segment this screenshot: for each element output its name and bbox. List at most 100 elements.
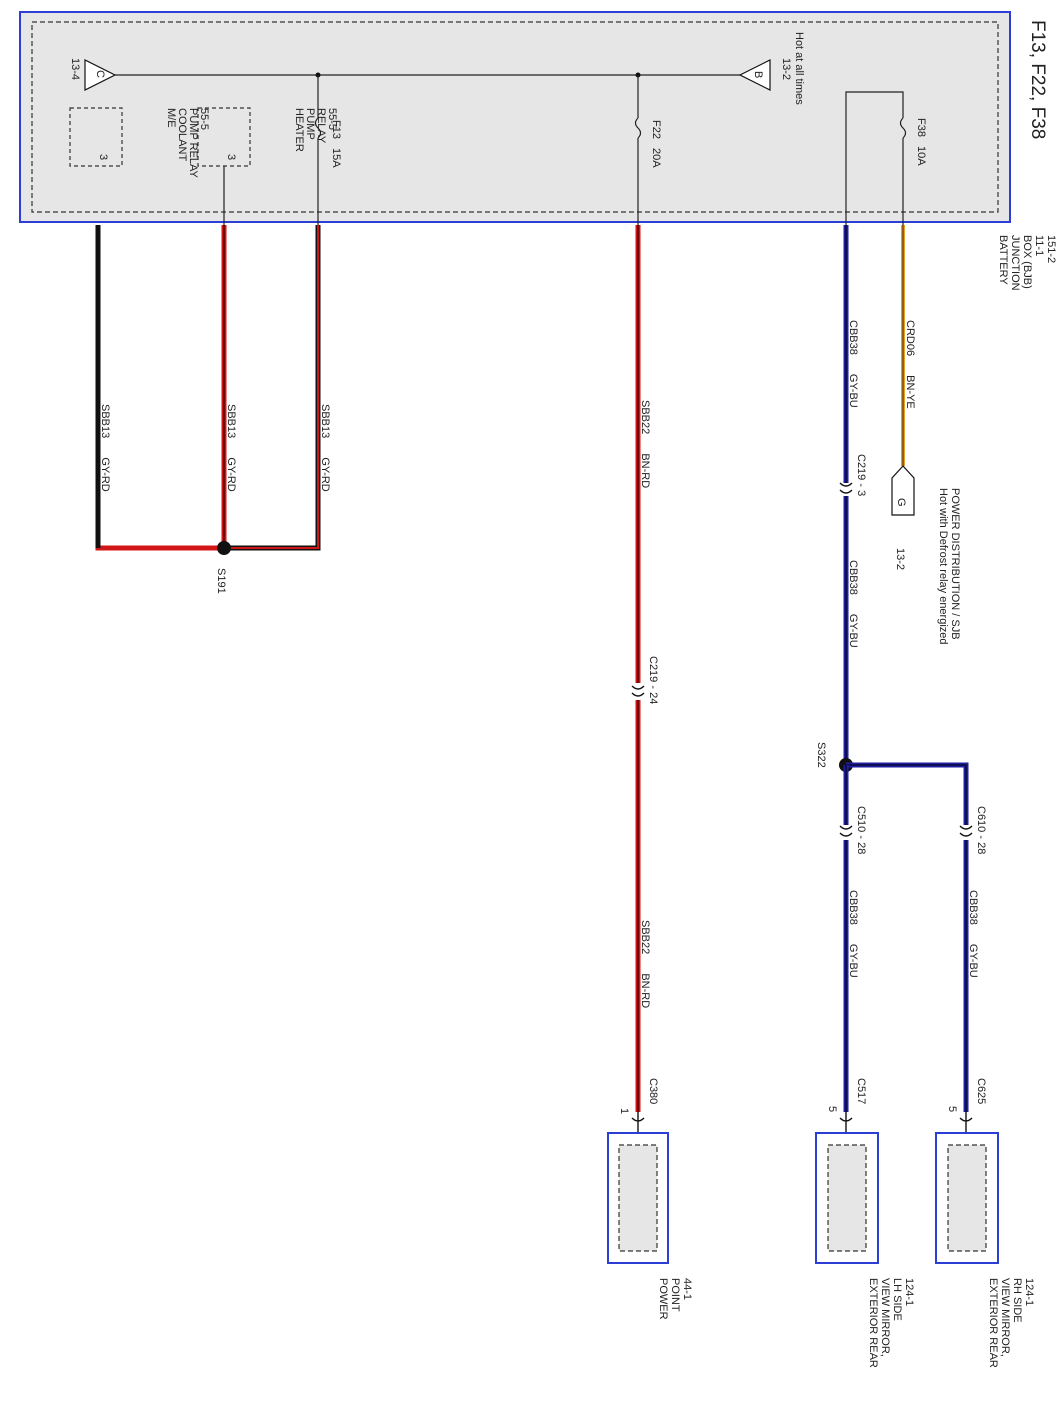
ref-pentagon-g xyxy=(891,465,915,516)
svg-text:F38 10A: F38 10A xyxy=(915,118,927,166)
device-name-line: EXTERIOR REAR xyxy=(987,1278,999,1368)
wire-cbb38-lh: C510 - 28 CBB38 GY-BU C517 5 xyxy=(826,806,867,1132)
fuse-id: F13 xyxy=(330,120,342,139)
battery-junction-box: BATTERY JUNCTION BOX (BJB) 11-1 151-2 xyxy=(19,11,1057,294)
svg-text:CBB38 GY-BU: CBB38 GY-BU xyxy=(847,320,859,408)
connector-symbol xyxy=(839,1112,853,1132)
svg-text:EXTERIOR REAR VIEW MIRRO: EXTERIOR REAR VIEW MIRROR, RH SIDE 124-1 xyxy=(987,1278,1035,1371)
wire-color: BN-RD xyxy=(639,453,651,488)
device-name-line: EXTERIOR REAR xyxy=(867,1278,879,1368)
connector-label: C380 xyxy=(647,1078,659,1104)
wire-circuit: CBB38 xyxy=(847,560,859,595)
device-power-point: POWER POINT 44-1 xyxy=(607,1132,693,1323)
relay-name-line: COOLANT xyxy=(176,108,188,161)
fuse-f13: F13 15A xyxy=(314,75,342,225)
wire-circuit: SBB22 xyxy=(639,920,651,954)
wire-color: GY-BU xyxy=(847,374,859,408)
sjb-name-line: BOX (BJB) xyxy=(1021,235,1033,289)
wire-stripe xyxy=(846,764,967,825)
wire-circuit: SBB13 xyxy=(319,404,331,438)
defrost-note-line: POWER DISTRIBUTION / SJB xyxy=(949,488,961,640)
svg-text:SBB22 BN-RD: SBB22 BN-RD xyxy=(639,400,651,488)
relay-name-line: 55-5 xyxy=(326,108,338,130)
ref-c-letter: C xyxy=(94,70,106,78)
connector-symbol xyxy=(959,1112,973,1132)
splice-label: S322 xyxy=(815,742,827,768)
relay-name-line: 55-5 xyxy=(198,108,210,130)
ref-g-letter: G xyxy=(895,498,907,507)
svg-text:CRD06 BN-YE: CRD06 BN-YE xyxy=(904,320,916,409)
device-inner xyxy=(618,1144,658,1252)
wire-cbb38: CBB38 GY-BU C219 - 3 CBB38 GY-BU S322 xyxy=(815,225,969,825)
svg-text:F22 20A: F22 20A xyxy=(650,120,662,168)
splice-label: S191 xyxy=(215,568,227,594)
svg-text:BATTERY JUNCTION B: BATTERY JUNCTION BOX (BJB) 11-1 151-2 xyxy=(997,235,1057,294)
device-name-line: 124-1 xyxy=(1023,1278,1035,1306)
connector-pin: 1 xyxy=(618,1108,630,1114)
svg-text:EXTERIOR REAR VIEW MIRRO: EXTERIOR REAR VIEW MIRROR, LH SIDE 124-1 xyxy=(867,1278,915,1371)
relay-name-line: HEATER xyxy=(293,108,305,152)
relay-name-line: PUMP xyxy=(304,108,316,140)
connector-pin: 5 xyxy=(826,1106,838,1112)
svg-text:SBB22 BN-RD: SBB22 BN-RD xyxy=(639,920,651,1008)
wire-sbb13: S191 SBB13 GY-RD SBB13 GY-RD SBB13 GY-RD xyxy=(95,225,331,594)
sjb-name-line: 11-1 xyxy=(1033,235,1045,256)
wire-circuit: CBB38 xyxy=(847,890,859,925)
svg-text:SBB13 GY-RD: SBB13 GY-RD xyxy=(319,404,331,492)
relay-name-line: PUMP RELAY xyxy=(187,108,199,179)
coolant-pump-relay: 3 M/E COOLANT PUMP RELAY 55-5 xyxy=(69,107,210,179)
device-lh-mirror: EXTERIOR REAR VIEW MIRROR, LH SIDE 124-1 xyxy=(815,1132,915,1371)
diagram-title: F13, F22, F38 xyxy=(1027,20,1048,139)
page-ref-b: B 13-2 Hot at all times xyxy=(738,32,805,105)
connector-pin: 5 xyxy=(946,1106,958,1112)
fuse-f38: F38 10A xyxy=(845,91,927,225)
svg-text:CBB38 GY-BU: CBB38 GY-BU xyxy=(847,560,859,648)
connector-label: C610 - 28 xyxy=(975,806,987,854)
relay-outline xyxy=(69,107,123,167)
connector-symbol xyxy=(839,825,853,837)
svg-text:CBB38 GY-BU: CBB38 GY-BU xyxy=(847,890,859,978)
ref-g-page: 13-2 xyxy=(894,548,906,570)
wire-circuit: SBB13 xyxy=(225,404,237,438)
fuse-symbol-f38 xyxy=(899,117,907,139)
relay-pin: 3 xyxy=(225,154,237,160)
wire-cbb38-rh: C610 - 28 CBB38 GY-BU C625 5 xyxy=(946,806,987,1132)
sjb-name-line: BATTERY xyxy=(997,235,1009,285)
device-name-line: VIEW MIRROR, xyxy=(879,1278,891,1357)
ref-triangle-b xyxy=(738,59,771,91)
device-inner xyxy=(947,1144,987,1252)
wire-color: GY-RD xyxy=(225,457,237,491)
wire-crd06: CRD06 BN-YE G 13-2 Hot with Defrost rela… xyxy=(891,225,961,648)
relay-pin: 3 xyxy=(97,154,109,160)
fuse-rating: 20A xyxy=(650,148,662,168)
relay-name-line: RELAY xyxy=(315,108,327,144)
wire-color: GY-BU xyxy=(847,614,859,648)
svg-text:CBB38 GY-BU: CBB38 GY-BU xyxy=(967,890,979,978)
fuse-symbol-f22 xyxy=(634,117,642,139)
defrost-note-line: Hot with Defrost relay energized xyxy=(937,488,949,645)
connector-label: C219 - 3 xyxy=(855,454,867,496)
svg-text:F13 15A: F13 15A xyxy=(330,120,342,168)
sjb-outline xyxy=(19,11,1011,223)
hot-at-all-times-label: Hot at all times xyxy=(793,32,805,105)
svg-text:Hot with Defrost relay energiz: Hot with Defrost relay energized POWER D… xyxy=(937,488,961,648)
wire-segment xyxy=(95,225,224,551)
wire-circuit: CRD06 xyxy=(904,320,916,356)
wire-segment xyxy=(224,225,321,551)
connector-symbol xyxy=(959,825,973,837)
wire-color: BN-RD xyxy=(639,973,651,1008)
sjb-name-line: JUNCTION xyxy=(1009,235,1021,291)
ref-c-page: 13-4 xyxy=(69,58,81,80)
fuse-rating: 15A xyxy=(330,148,342,168)
wire-sbb22: SBB22 BN-RD C219 - 24 SBB22 BN-RD C380 1 xyxy=(618,225,659,1132)
fuse-f22: F22 20A xyxy=(634,75,662,225)
wire-circuit: CBB38 xyxy=(967,890,979,925)
device-name-line: POWER xyxy=(657,1278,669,1320)
wire-color: GY-BU xyxy=(967,944,979,978)
connector-label: C517 xyxy=(855,1078,867,1104)
wire-color: BN-YE xyxy=(904,375,916,409)
connector-symbol xyxy=(631,1112,645,1132)
connector-label: C219 - 24 xyxy=(647,656,659,704)
svg-text:POWER POINT 44-1: POWER POINT 44-1 xyxy=(657,1278,693,1323)
